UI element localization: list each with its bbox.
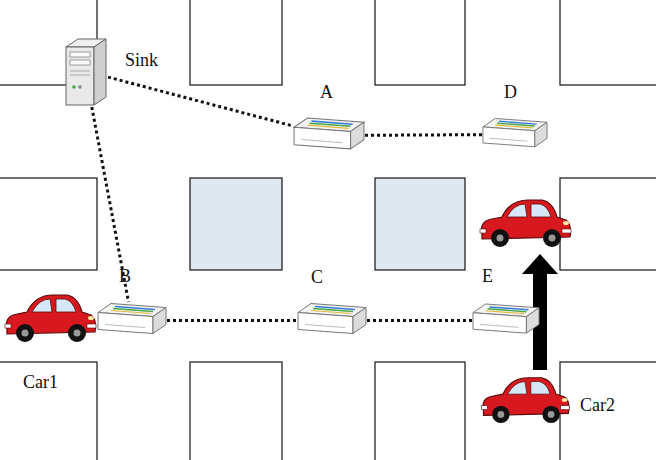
router-node: B [97,302,167,339]
node-label: A [320,83,333,103]
node-label: B [119,267,131,287]
car-node: Car2 [478,370,572,426]
node-label: C [311,268,323,288]
node-label: Sink [125,51,158,71]
moved-car [480,200,571,247]
node-label: Car2 [580,396,615,416]
dotted-link [167,319,297,322]
node-label: Car1 [23,373,58,393]
router-icon [293,117,365,154]
router-icon [97,302,167,339]
server-icon [62,35,108,107]
router-icon [482,117,548,152]
car-icon [3,287,97,345]
sink-server: Sink [62,35,108,107]
dotted-link [108,77,293,126]
router-node: A [293,117,365,154]
node-label: E [482,267,493,287]
router-node: D [482,117,548,152]
node-label: D [504,83,517,103]
router-node: C [297,302,367,339]
router-icon [297,302,367,339]
dotted-link [365,133,482,137]
dotted-link [367,319,472,322]
car-icon [478,370,572,426]
router-node: E [472,302,540,339]
car-node: Car1 [3,287,97,345]
router-icon [472,302,540,339]
